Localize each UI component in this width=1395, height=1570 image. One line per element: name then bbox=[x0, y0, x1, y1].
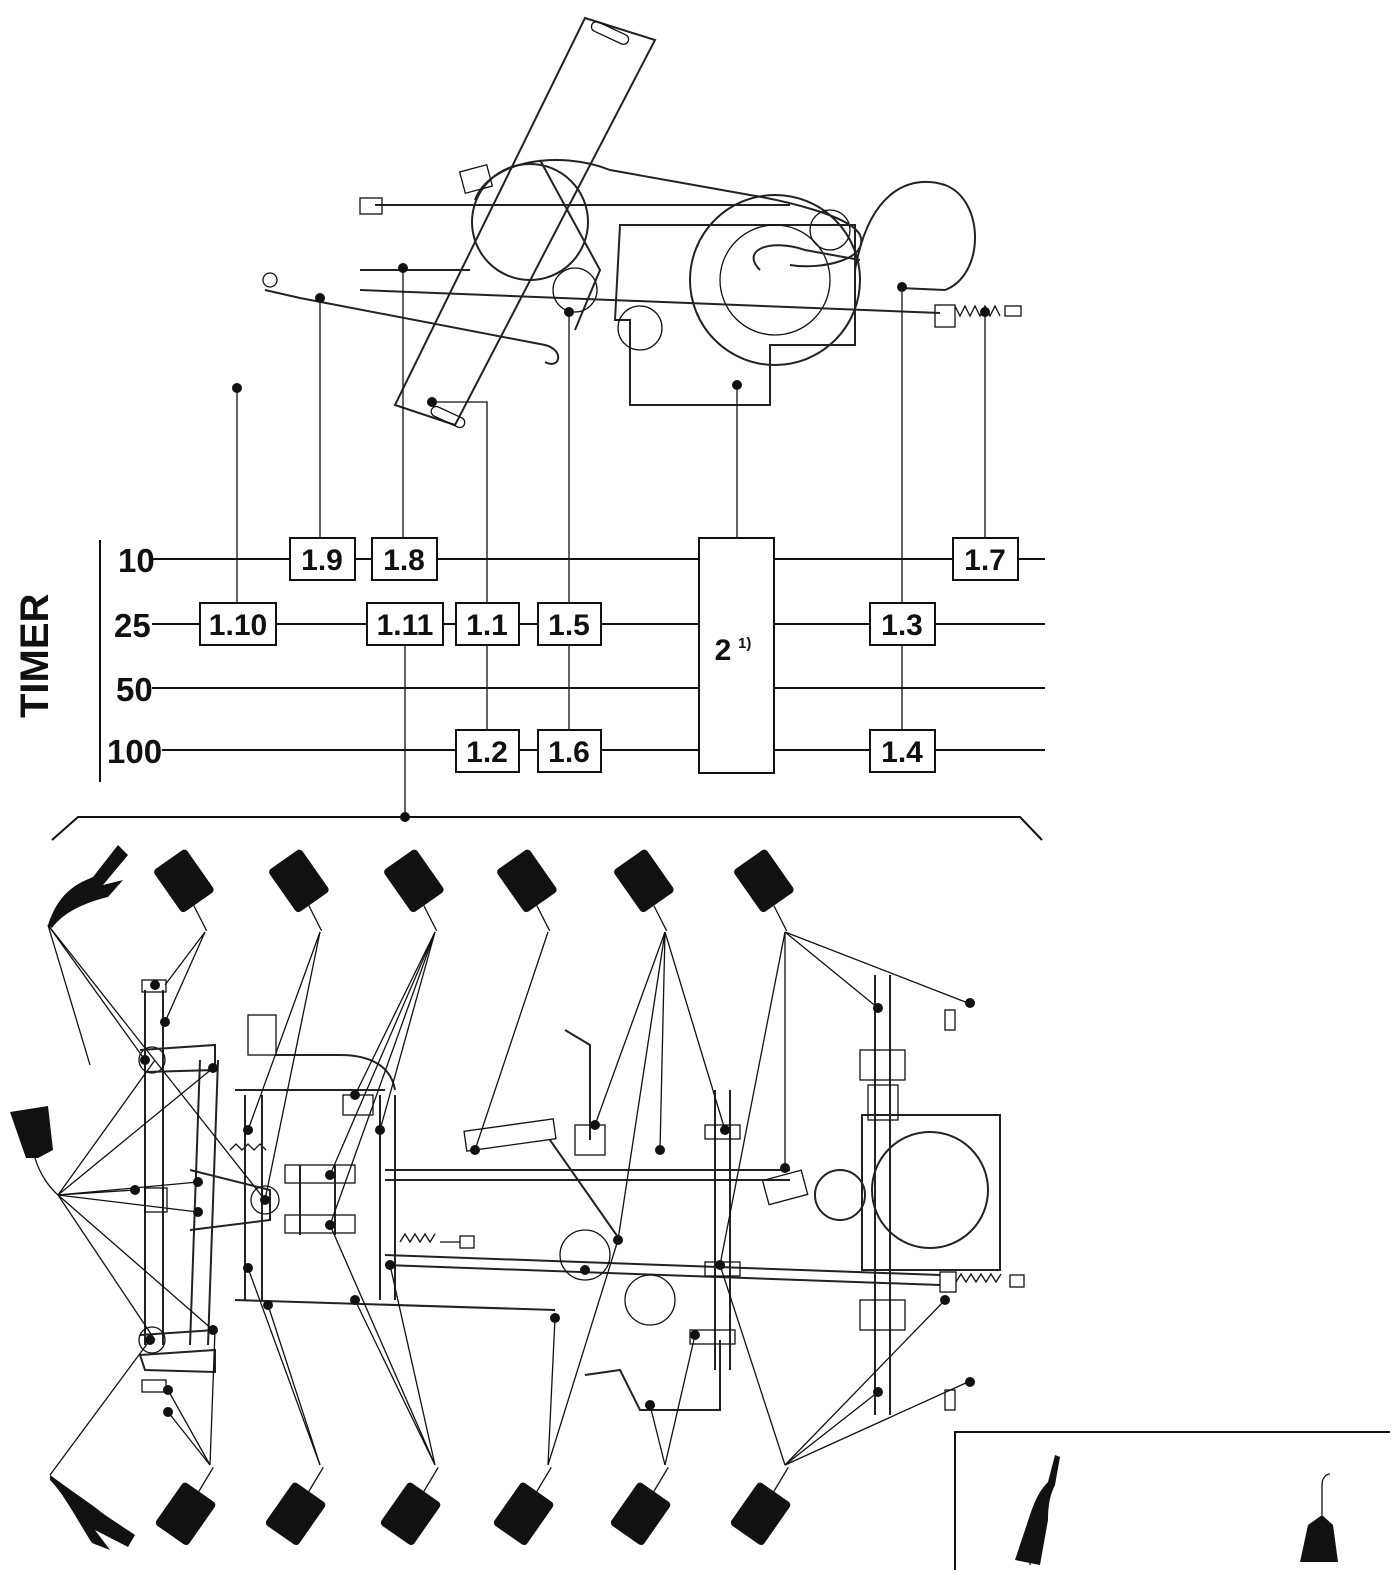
box-2-footnote: 1) bbox=[738, 635, 751, 652]
grease-nozzle-bottom-left-icon bbox=[50, 1475, 135, 1550]
box-1-4 bbox=[869, 729, 936, 773]
timer-row-10: 10 bbox=[118, 542, 155, 579]
box-1-10 bbox=[199, 602, 277, 646]
nozzle-bottom-1-icon bbox=[155, 1466, 216, 1546]
legend-frame bbox=[954, 1431, 1390, 1570]
box-1-6-label: 1.6 bbox=[548, 736, 590, 769]
chassis-drawing bbox=[138, 975, 1025, 1415]
grease-nozzle-top-left-icon bbox=[48, 845, 128, 928]
timer-row-50: 50 bbox=[116, 671, 153, 708]
top-leader-lines bbox=[236, 268, 986, 815]
nozzle-top-5-icon bbox=[614, 849, 674, 932]
box-1-8 bbox=[371, 537, 438, 581]
box-1-8-label: 1.8 bbox=[383, 544, 425, 577]
box-1-11 bbox=[366, 602, 444, 646]
box-1-3 bbox=[869, 602, 936, 646]
box-1-2 bbox=[455, 729, 520, 773]
nozzle-top-6-icon bbox=[734, 849, 794, 932]
box-1-9 bbox=[289, 537, 356, 581]
timer-row-100: 100 bbox=[107, 733, 162, 770]
top-leader-dots bbox=[232, 263, 990, 822]
box-1-2-label: 1.2 bbox=[466, 736, 508, 769]
box-1-7-label: 1.7 bbox=[964, 544, 1006, 577]
box-1-5-label: 1.5 bbox=[548, 609, 590, 642]
box-1-10-label: 1.10 bbox=[209, 609, 267, 642]
nozzle-top-4-icon bbox=[497, 849, 557, 932]
box-1-1 bbox=[455, 602, 520, 646]
nozzle-bottom-3-icon bbox=[380, 1466, 441, 1546]
nozzle-top-1-icon bbox=[154, 849, 214, 932]
lube-point-dots bbox=[130, 980, 950, 1417]
grease-gun-legend-icon bbox=[1015, 1455, 1060, 1565]
nozzle-bottom-4-icon bbox=[493, 1466, 554, 1546]
chassis-bracket bbox=[51, 816, 1043, 841]
timer-label: TIMER bbox=[13, 593, 57, 718]
mower-deck-drawing bbox=[262, 16, 1022, 429]
box-1-11-label: 1.11 bbox=[377, 609, 434, 642]
box-1-1-label: 1.1 bbox=[466, 609, 508, 642]
nozzle-bottom-2-icon bbox=[265, 1466, 326, 1546]
box-1-9-label: 1.9 bbox=[301, 544, 343, 577]
box-2-label: 2 bbox=[715, 634, 732, 667]
oil-can-left-icon bbox=[10, 1106, 59, 1196]
box-1-3-label: 1.3 bbox=[881, 609, 923, 642]
legend bbox=[954, 1431, 1390, 1570]
box-1-6 bbox=[537, 729, 602, 773]
lube-leader-lines bbox=[47, 924, 969, 1476]
box-1-7 bbox=[952, 537, 1019, 581]
nozzle-bottom-5-icon bbox=[610, 1466, 671, 1546]
box-1-5 bbox=[537, 602, 602, 646]
oil-can-legend-icon bbox=[1300, 1473, 1338, 1562]
timer-row-25: 25 bbox=[114, 607, 151, 644]
nozzle-bottom-6-icon bbox=[730, 1466, 791, 1546]
nozzle-top-3-icon bbox=[384, 849, 444, 932]
nozzle-top-2-icon bbox=[269, 849, 329, 932]
box-2 bbox=[698, 537, 775, 774]
box-1-4-label: 1.4 bbox=[881, 736, 923, 769]
